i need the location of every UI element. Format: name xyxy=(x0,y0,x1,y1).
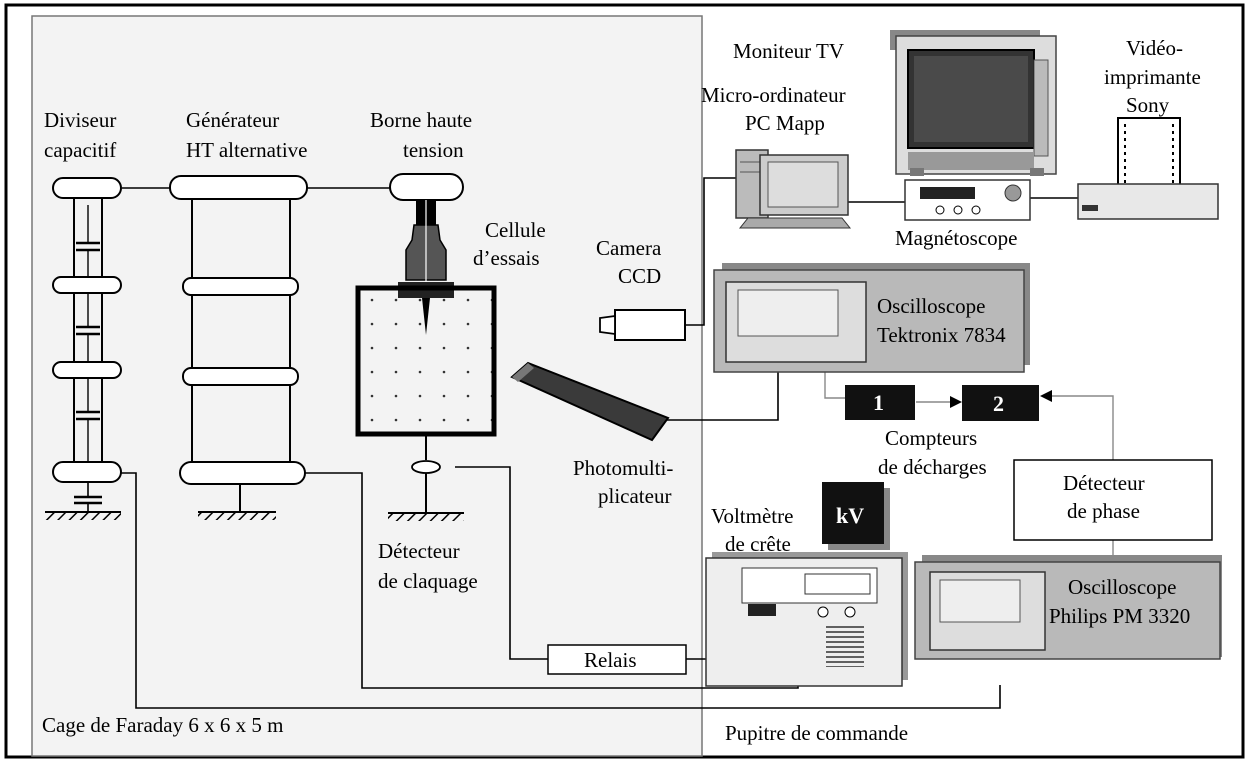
oscilloscope-tektronix xyxy=(713,263,1030,373)
counter-2-box xyxy=(962,385,1039,421)
label-photomultiplier-line2: plicateur xyxy=(598,484,671,508)
label-divider-line2: capacitif xyxy=(44,138,116,162)
label-generator-line2: HT alternative xyxy=(186,138,307,162)
arrow-head-2 xyxy=(1040,390,1052,402)
label-relay: Relais xyxy=(584,648,637,672)
peak-voltmeter xyxy=(705,552,908,687)
label-terminal-line2: tension xyxy=(403,138,464,162)
pc-computer xyxy=(735,149,852,229)
label-phase-detector-line2: de phase xyxy=(1067,499,1140,523)
video-printer xyxy=(1077,117,1219,220)
ht-terminal xyxy=(389,173,464,335)
label-control-desk: Pupitre de commande xyxy=(725,721,908,745)
label-test-cell-line1: Cellule xyxy=(485,218,546,242)
vcr xyxy=(904,179,1031,221)
label-printer-line2: imprimante xyxy=(1104,65,1201,89)
label-faraday-cage: Cage de Faraday 6 x 6 x 5 m xyxy=(42,713,283,737)
label-counters-line1: Compteurs xyxy=(885,426,977,450)
relay-box xyxy=(547,644,687,675)
label-counters-line2: de décharges xyxy=(878,455,987,479)
label-generator-line1: Générateur xyxy=(186,108,279,132)
label-printer-line3: Sony xyxy=(1126,93,1170,117)
capacitive-divider xyxy=(45,177,122,520)
label-printer-line1: Vidéo- xyxy=(1126,36,1183,60)
label-vcr: Magnétoscope xyxy=(895,226,1017,250)
label-osc1-line1: Oscilloscope xyxy=(877,294,985,318)
label-osc2-line2: Philips PM 3320 xyxy=(1049,604,1190,628)
label-voltmeter-line1: Voltmètre xyxy=(711,504,793,528)
tv-monitor xyxy=(890,30,1057,176)
label-terminal-line1: Borne haute xyxy=(370,108,472,132)
test-cell xyxy=(355,285,497,521)
label-kv: kV xyxy=(836,503,864,528)
label-breakdown-detector-line2: de claquage xyxy=(378,569,478,593)
label-camera-line2: CCD xyxy=(618,264,661,288)
label-counter-1: 1 xyxy=(873,390,884,415)
label-voltmeter-line2: de crête xyxy=(725,532,791,556)
ht-generator xyxy=(169,175,308,520)
ccd-camera xyxy=(599,309,686,341)
label-tv-monitor: Moniteur TV xyxy=(733,39,844,63)
phase-detector-box xyxy=(1013,459,1213,541)
label-breakdown-detector-line1: Détecteur xyxy=(378,539,460,563)
label-camera-line1: Camera xyxy=(596,236,662,260)
label-photomultiplier-line1: Photomulti- xyxy=(573,456,673,480)
label-osc2-line1: Oscilloscope xyxy=(1068,575,1176,599)
arrow-head-1 xyxy=(950,396,962,408)
photomultiplier xyxy=(510,361,670,442)
counter-1-box xyxy=(845,385,915,420)
label-pc-line1: Micro-ordinateur xyxy=(701,83,846,107)
label-osc1-line2: Tektronix 7834 xyxy=(877,323,1006,347)
label-divider-line1: Diviseur xyxy=(44,108,116,132)
kv-box xyxy=(822,482,884,544)
label-counter-2: 2 xyxy=(993,391,1004,416)
label-pc-line2: PC Mapp xyxy=(745,111,825,135)
label-phase-detector-line1: Détecteur xyxy=(1063,471,1145,495)
oscilloscope-philips xyxy=(914,555,1222,660)
label-test-cell-line2: d’essais xyxy=(473,246,540,270)
